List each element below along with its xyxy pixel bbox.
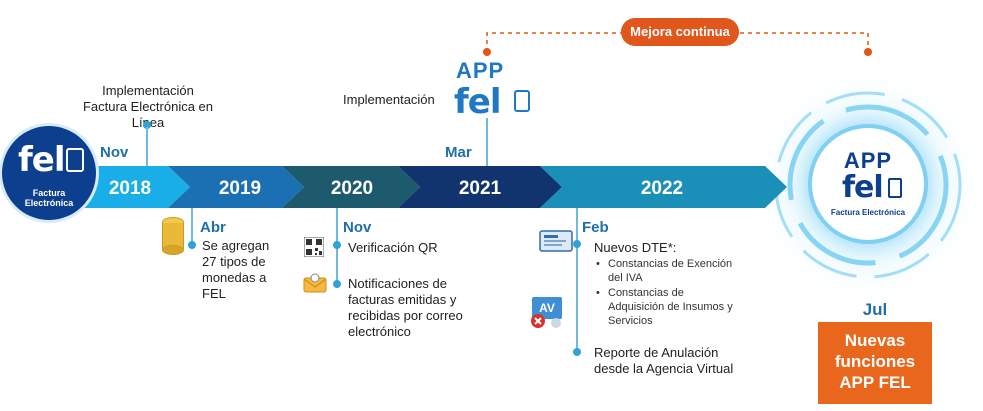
phone-icon xyxy=(66,148,84,172)
milestone-2020-item2: Notificaciones de facturas emitidas y re… xyxy=(348,276,488,340)
dte-subitem-2-line1: Constancias de xyxy=(608,287,684,299)
svg-text:AV: AV xyxy=(539,301,555,315)
email-icon xyxy=(303,273,327,293)
fel-logo-caption: Factura Electrónica xyxy=(24,188,74,208)
future-box: Nuevas funciones APP FEL xyxy=(818,322,932,404)
milestone-2019-line xyxy=(191,208,193,246)
milestone-2021-text: Implementación xyxy=(343,92,435,107)
milestone-2018-line xyxy=(146,127,148,166)
milestone-2022-item2-line2: desde la Agencia Virtual xyxy=(594,361,734,376)
milestone-2019-line-2: 27 tipos de xyxy=(202,254,266,269)
milestone-2022-subitems: Constancias de Exención del IVA Constanc… xyxy=(594,257,764,329)
coins-icon xyxy=(160,215,184,255)
dte-subitem-1: Constancias de Exención del IVA xyxy=(594,257,764,285)
year-2022: 2022 xyxy=(641,178,683,199)
mejora-dot-right xyxy=(864,48,872,56)
milestone-2020-item1: Verificación QR xyxy=(348,240,438,255)
milestone-2019-dot xyxy=(188,241,196,249)
milestone-2018-text: Implementación Factura Electrónica en Lí… xyxy=(68,83,228,131)
future-month: Jul xyxy=(862,300,888,319)
milestone-2020-dot-1 xyxy=(333,241,341,249)
fel-logo-left: fel Factura Electrónica xyxy=(2,126,96,220)
arrow-2021 xyxy=(398,166,562,208)
dte-subitem-1-line1: Constancias de Exención xyxy=(608,258,733,270)
milestone-2019-line-4: FEL xyxy=(202,286,226,301)
dte-subitem-2: Constancias de Adquisición de Insumos y … xyxy=(594,286,764,328)
milestone-2020-month: Nov xyxy=(343,219,372,236)
milestone-2021-line xyxy=(486,118,488,166)
milestone-2019-line-3: monedas a xyxy=(202,270,267,285)
milestone-2022-item2-line1: Reporte de Anulación xyxy=(594,345,719,360)
fel-word-right: fel xyxy=(842,170,884,205)
future-box-line1: Nuevas xyxy=(844,331,906,350)
year-2020: 2020 xyxy=(331,178,373,199)
arrow-2022 xyxy=(540,166,787,208)
dte-subitem-2-line3: Servicios xyxy=(608,315,653,327)
dte-subitem-2-line2: Adquisición de Insumos y xyxy=(608,301,733,313)
year-2019: 2019 xyxy=(219,178,261,199)
milestone-2019-line-1: Se agregan xyxy=(202,238,270,253)
milestone-2022-month: Feb xyxy=(582,219,609,236)
milestone-2018-dot xyxy=(143,121,151,129)
milestone-2020-item2-line3: recibidas por correo xyxy=(348,308,463,323)
milestone-2020-item2-line1: Notificaciones de xyxy=(348,276,447,291)
milestone-2019-text: Se agregan 27 tipos de monedas a FEL xyxy=(202,238,292,302)
glow-ring-inner xyxy=(787,104,949,266)
milestone-2022-item1: Nuevos DTE*: xyxy=(594,240,677,255)
fel-logo-word: fel xyxy=(18,140,66,180)
year-2018: 2018 xyxy=(109,178,151,199)
dte-subitem-1-line2: del IVA xyxy=(608,272,643,284)
app-word-right: APP xyxy=(843,148,893,173)
fel-word-2021: fel xyxy=(454,82,502,122)
arrow-2018 xyxy=(70,166,190,208)
milestone-2020-item2-line2: facturas emitidas y xyxy=(348,292,457,307)
cancel-document-icon: AV xyxy=(531,297,562,328)
mejora-dot-left xyxy=(483,48,491,56)
arrow-2020 xyxy=(282,166,420,208)
milestone-2022-dot-1 xyxy=(573,240,581,248)
document-screen-icon xyxy=(539,230,573,252)
future-box-line3: APP FEL xyxy=(839,373,911,392)
milestone-2021-month: Mar xyxy=(445,144,472,161)
milestone-2020-dot-2 xyxy=(333,280,341,288)
mejora-continua-badge: Mejora continua xyxy=(621,18,739,46)
phone-icon-2021 xyxy=(514,90,530,112)
milestone-2018-month: Nov xyxy=(100,144,129,161)
app-fel-logo-right: APP fel Factura Electrónica xyxy=(812,128,924,240)
milestone-2019-month: Abr xyxy=(200,219,226,236)
phone-icon-right xyxy=(888,178,902,198)
year-2021: 2021 xyxy=(459,178,502,199)
milestone-2018-line1: Implementación xyxy=(102,83,194,98)
qr-code-icon xyxy=(304,237,324,257)
app-logo-caption: Factura Electrónica xyxy=(830,208,906,217)
milestone-2022-dot-2 xyxy=(573,348,581,356)
app-word-2021: APP xyxy=(456,58,505,83)
milestone-2022-line xyxy=(576,208,578,352)
future-box-line2: funciones xyxy=(834,352,916,371)
app-fel-logo-2021: APP fel xyxy=(450,58,540,126)
milestone-2020-item2-line4: electrónico xyxy=(348,324,411,339)
milestone-2022-item2: Reporte de Anulación desde la Agencia Vi… xyxy=(594,345,764,377)
arrow-2019 xyxy=(168,166,304,208)
